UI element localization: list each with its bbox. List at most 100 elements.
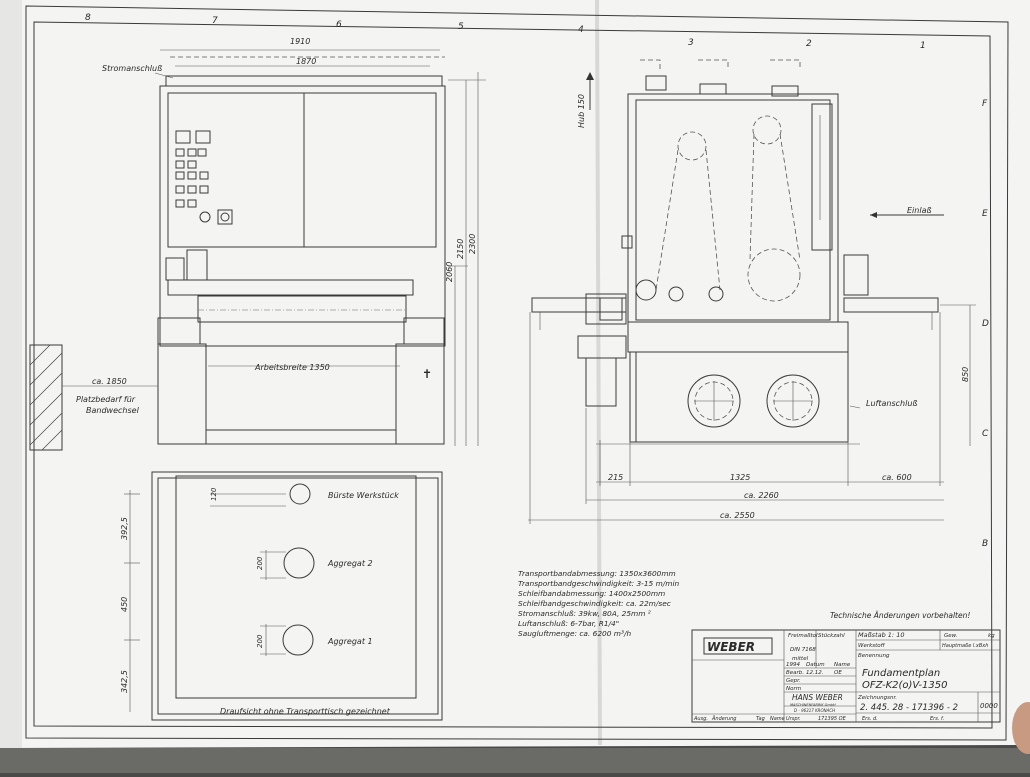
drawn-name: OE: [834, 670, 842, 676]
drawing-title-1: Fundamentplan: [862, 668, 940, 679]
date-label: Datum: [806, 662, 825, 668]
tolerance-class: mittel: [792, 656, 809, 662]
date-year: 1994: [786, 662, 800, 668]
company-sub: MASCHINENFABRIK GmbH: [790, 703, 836, 707]
material-label: Werkstoff: [858, 643, 886, 649]
rev-name-label: Name: [770, 716, 785, 722]
side-dim-1325: 1325: [730, 473, 750, 482]
front-dim-1910: 1910: [290, 37, 310, 46]
grid-col-7: 7: [212, 16, 218, 26]
working-width-label: Arbeitsbreite 1350: [254, 363, 330, 372]
unit-1-label: Aggregat 1: [327, 637, 373, 646]
stroke-label: Hub 150: [577, 94, 586, 128]
dim-200-a: 200: [256, 556, 264, 570]
outer-frame: [25, 5, 1009, 741]
drawn-date: 12.12.: [806, 670, 824, 676]
spec-air: Luftanschluß: 6-7bar, R1/4": [518, 619, 619, 628]
space-dim-label: ca. 1850: [92, 377, 127, 386]
tolerance-std: DIN 7168: [790, 647, 816, 653]
top-view: 120 Bürste Werkstück 200 Aggregat 2 200 …: [120, 471, 443, 721]
change-label: Änderung: [711, 715, 736, 722]
front-view: 1910 1870 Stromanschluß Arbeitsbreite 13…: [29, 37, 486, 451]
weight-unit: kg: [988, 633, 995, 639]
weight-label: Gew.: [944, 633, 958, 639]
drawn-label: Bearb.: [786, 670, 804, 676]
name-col-label: Name: [834, 662, 851, 668]
checked-label: Gepr.: [786, 678, 801, 684]
grid-col-3: 3: [688, 38, 694, 48]
front-dim-1870: 1870: [296, 57, 316, 66]
dim-200-b: 200: [256, 634, 264, 648]
grid-row-B: B: [982, 539, 988, 549]
grid-row-C: C: [982, 429, 989, 439]
paper-fold: [595, 0, 602, 746]
dim-392-5: 392,5: [120, 517, 129, 540]
spec-sanding-belt-size: Schleifbandabmessung: 1400x2500mm: [518, 589, 665, 598]
grid-row-E: E: [982, 209, 988, 219]
air-connection-label: Luftanschluß: [866, 399, 917, 408]
front-dim-2150: 2150: [456, 239, 465, 259]
quantity-label: Stückzahl: [818, 633, 845, 639]
cross-symbol: ✝: [422, 367, 432, 381]
side-dim-600: ca. 600: [882, 473, 912, 482]
grid-col-4: 4: [578, 25, 584, 35]
spec-list: Transportbandabmessung: 1350x3600mm Tran…: [518, 569, 680, 638]
front-dim-2300: 2300: [468, 234, 477, 254]
grid-row-D: D: [982, 319, 989, 329]
spec-transport-speed: Transportbandgeschwindigkeit: 3-15 m/min: [518, 579, 680, 588]
side-dim-2260: ca. 2260: [744, 491, 779, 500]
company-name: HANS WEBER: [792, 693, 843, 702]
drawing-no-label: Zeichnungsnr.: [857, 695, 897, 701]
norm-label: Norm: [786, 686, 801, 692]
weber-logo: WEBER: [707, 640, 755, 654]
spec-sanding-speed: Schleifbandgeschwindigkeit: ca. 22m/sec: [518, 599, 671, 608]
brush-label: Bürste Werkstück: [328, 491, 399, 500]
grid-col-2: 2: [806, 39, 812, 49]
day-label: Tag: [756, 716, 765, 722]
spec-suction: Saugluftmenge: ca. 6200 m³/h: [518, 629, 631, 638]
side-dim-215: 215: [608, 473, 623, 482]
company-city: D - 96317 KRONACH: [794, 708, 835, 713]
side-dim-850: 850: [961, 367, 970, 382]
tolerance-label: Freimaßtol.: [788, 633, 820, 639]
name-label: Benennung: [858, 653, 890, 659]
dim-342-5: 342,5: [120, 670, 129, 693]
side-dim-2550: ca. 2550: [720, 511, 755, 520]
space-label-2: Bandwechsel: [86, 406, 140, 415]
side-view: Hub 150 Einlaß Lu: [528, 59, 976, 524]
dim-450: 450: [120, 597, 129, 612]
inner-frame: [33, 21, 993, 729]
top-view-caption: Draufsicht ohne Transporttisch gezeichne…: [220, 707, 391, 716]
title-block: WEBER Freimaßtol. DIN 7168 mittel Stückz…: [691, 629, 1001, 723]
origin-label: Urspr.: [786, 716, 801, 722]
spec-power: Stromanschluß: 39kw, 80A, 25mm ²: [518, 609, 651, 618]
grid-col-6: 6: [336, 20, 342, 30]
space-label-1: Platzbedarf für: [76, 395, 136, 404]
front-dim-2060: 2060: [445, 262, 454, 282]
drawing-title-2: OFZ-K2(o)V-1350: [862, 680, 947, 691]
table-edge: [0, 748, 1030, 773]
unit-2-label: Aggregat 2: [327, 559, 373, 568]
rev-label: Ausg.: [693, 716, 708, 722]
paper-sheet: [8, 0, 1030, 748]
page-number: 0000: [980, 702, 998, 710]
drawing-number: 2. 445. 28 - 171396 - 2: [860, 703, 958, 713]
power-connection-label: Stromanschluß: [102, 64, 162, 73]
origin-value: 171395 OE: [818, 716, 847, 722]
thumb: [1012, 702, 1030, 754]
technical-note: Technische Änderungen vorbehalten!: [830, 611, 970, 620]
grid-row-F: F: [982, 99, 988, 109]
grid-col-5: 5: [458, 22, 464, 32]
grid-col-8: 8: [85, 13, 91, 23]
spec-transport-belt-size: Transportbandabmessung: 1350x3600mm: [518, 569, 676, 578]
grid-col-1: 1: [920, 41, 926, 51]
inlet-label: Einlaß: [907, 206, 932, 215]
main-dims-label: Hauptmaße l.xBxh: [942, 643, 988, 649]
replaces-label: Ers. f.: [930, 716, 944, 722]
replaced-by-label: Ers. d.: [862, 716, 878, 722]
paper-left-margin: [0, 0, 22, 748]
dim-120: 120: [210, 487, 218, 501]
scale-label: Maßstab 1: 10: [858, 631, 904, 639]
